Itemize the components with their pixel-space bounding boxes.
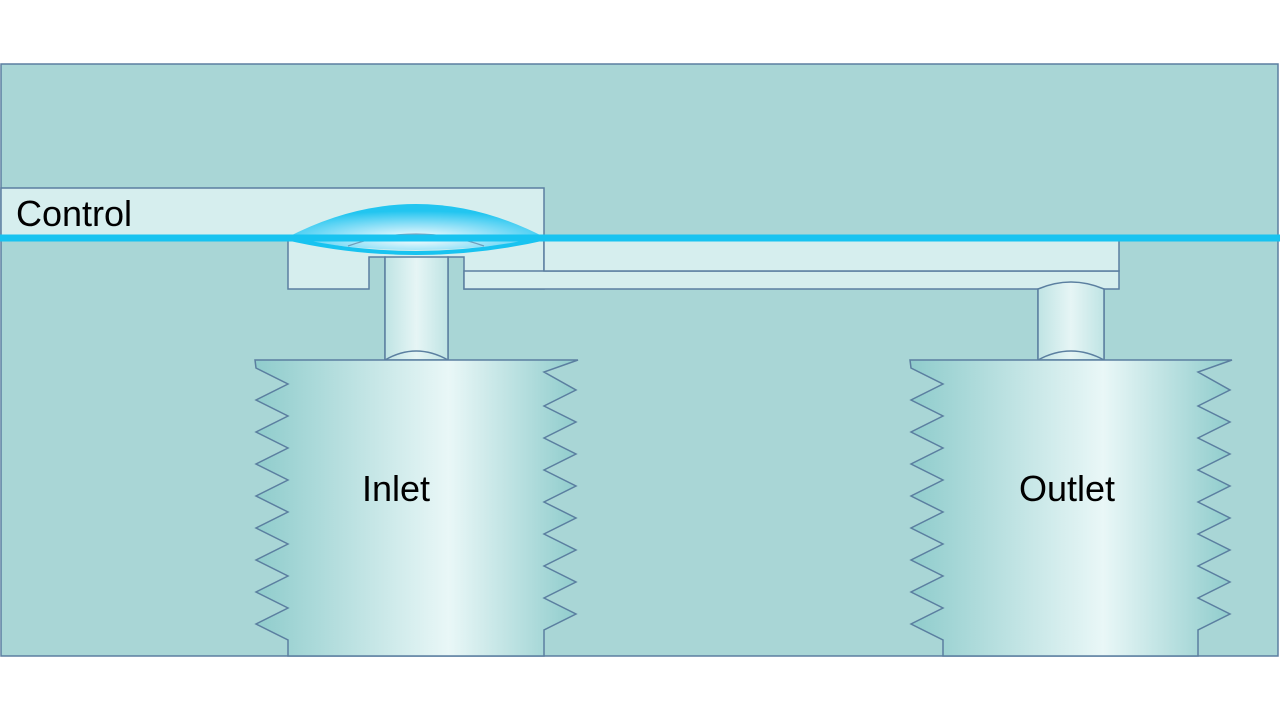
inlet-label: Inlet xyxy=(362,468,431,509)
control-label: Control xyxy=(16,193,133,234)
outlet-stem-curve xyxy=(1037,350,1105,361)
outlet-label: Outlet xyxy=(1019,468,1116,509)
outlet-port xyxy=(909,359,1233,657)
inlet-stem xyxy=(384,256,449,361)
channel-top-strip xyxy=(543,237,1120,272)
inlet-port xyxy=(254,359,579,657)
outlet-stem xyxy=(1037,281,1105,361)
inlet-stem-curve xyxy=(384,350,449,361)
membrane-bulge-edge xyxy=(285,236,547,255)
